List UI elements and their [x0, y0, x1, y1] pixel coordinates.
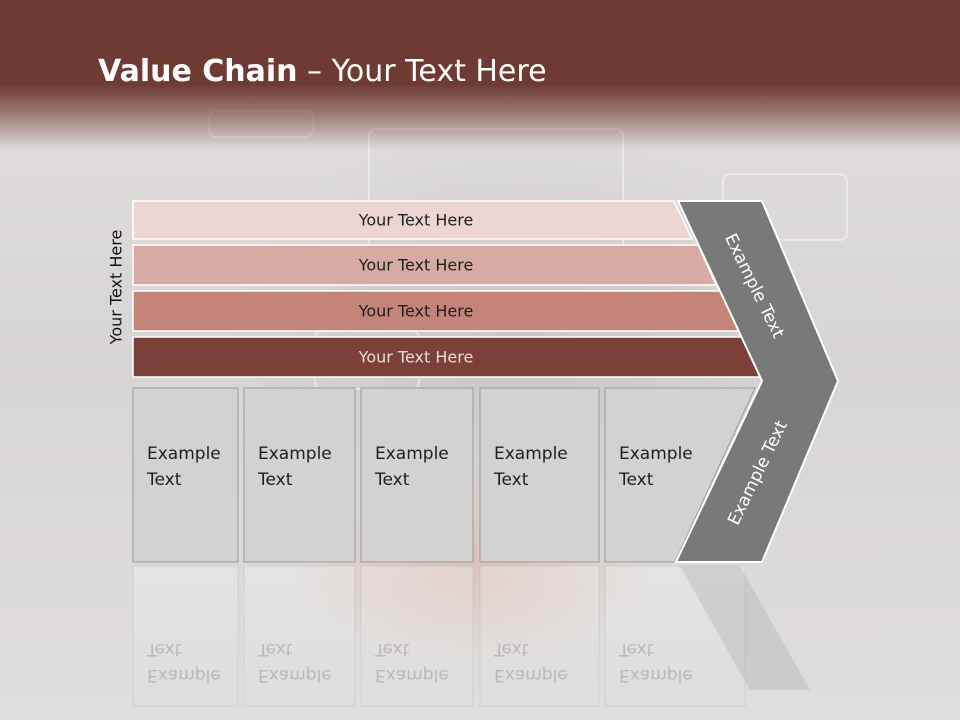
reflection: [132, 565, 810, 707]
title-banner: Value Chain – Your Text Here: [0, 0, 960, 150]
activity-box: [360, 387, 474, 563]
activity-box: [132, 387, 239, 563]
title-bold-part: Value Chain: [98, 54, 298, 89]
activity-box-label-reflection: Example: [375, 665, 449, 685]
margin-chevron: Example Text Example Text: [674, 200, 840, 563]
activity-box-label-reflection: Example: [147, 665, 221, 685]
activity-box-label: Text: [493, 470, 529, 490]
activity-box-label: Example: [147, 444, 221, 464]
support-bar: [132, 244, 718, 286]
activity-box-label: Text: [618, 470, 654, 490]
activity-box-label: Text: [257, 470, 293, 490]
activity-box-label-reflection: Example: [619, 665, 693, 685]
activity-box-label-reflection: Text: [493, 639, 529, 659]
activity-box-label: Text: [146, 470, 182, 490]
activity-box: [479, 387, 600, 563]
activity-box-label-reflection: Text: [374, 639, 410, 659]
activity-box-label: Example: [258, 444, 332, 464]
support-bar-label: Your Text Here: [358, 348, 474, 367]
title-rest-part: – Your Text Here: [297, 54, 547, 89]
chevron-shape: [674, 200, 840, 563]
activity-box-label: Example: [619, 444, 693, 464]
activity-box-label: Example: [494, 444, 568, 464]
support-bar-label: Your Text Here: [358, 211, 474, 230]
activity-box-label-reflection: Text: [257, 639, 293, 659]
activity-box-label-reflection: Text: [146, 639, 182, 659]
activity-box-label: Example: [375, 444, 449, 464]
support-bar-label: Your Text Here: [358, 256, 474, 275]
activity-box: [243, 387, 356, 563]
support-bar: [132, 200, 694, 240]
support-bar-label: Your Text Here: [358, 302, 474, 321]
activity-box-label-reflection: Example: [258, 665, 332, 685]
activity-box-label-reflection: Text: [618, 639, 654, 659]
activity-box-label-reflection: Example: [494, 665, 568, 685]
activity-box-label: Text: [374, 470, 410, 490]
slide-title: Value Chain – Your Text Here: [98, 54, 547, 89]
